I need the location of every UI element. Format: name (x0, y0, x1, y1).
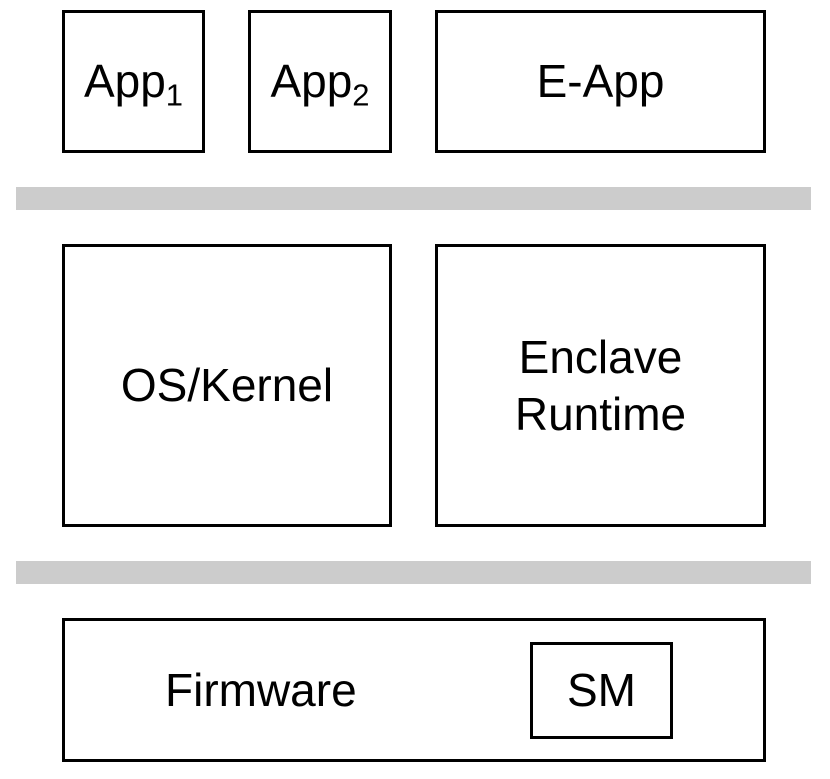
enclave-runtime-label-line2: Runtime (514, 387, 687, 440)
os-kernel-box: OS/Kernel (62, 244, 392, 527)
app1-subscript: 1 (165, 78, 184, 114)
app1-label-text: App (83, 55, 166, 108)
sm-box: SM (530, 642, 673, 739)
app1-label: App1 (83, 53, 183, 111)
eapp-label: E-App (536, 55, 665, 108)
enclave-runtime-label: Enclave Runtime (515, 329, 686, 441)
sm-label: SM (567, 664, 636, 717)
firmware-label: Firmware (165, 664, 357, 716)
app2-subscript: 2 (352, 78, 370, 114)
firmware-box: Firmware SM (62, 618, 766, 762)
separator-bar-upper (16, 187, 811, 210)
os-kernel-label: OS/Kernel (120, 359, 334, 412)
app1-box: App1 (62, 10, 205, 153)
enclave-runtime-label-line1: Enclave (518, 331, 683, 384)
app2-label: App2 (270, 53, 369, 111)
app2-label-text: App (270, 55, 353, 108)
separator-bar-lower (16, 561, 811, 584)
app2-box: App2 (248, 10, 392, 153)
eapp-box: E-App (435, 10, 766, 153)
enclave-runtime-box: Enclave Runtime (435, 244, 766, 527)
